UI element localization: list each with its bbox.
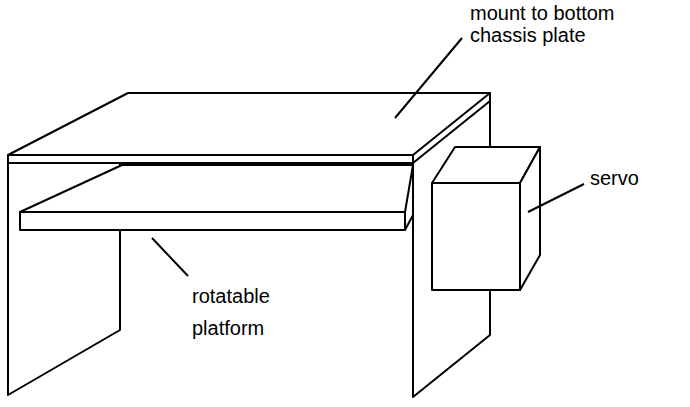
platform-edge [20,212,405,230]
servo-side [520,147,540,290]
top-plate [8,93,490,155]
platform-top [20,165,413,212]
part-label: rotatable platform [192,280,322,344]
top-plate-edge [8,155,413,163]
leader-line [395,38,462,118]
leader-line [152,238,188,276]
servo-front [432,183,520,290]
part-label: mount to bottom chassis plate [470,2,685,46]
platform-side [405,215,413,230]
part-label: servo [590,166,680,190]
leader-line [528,184,584,212]
